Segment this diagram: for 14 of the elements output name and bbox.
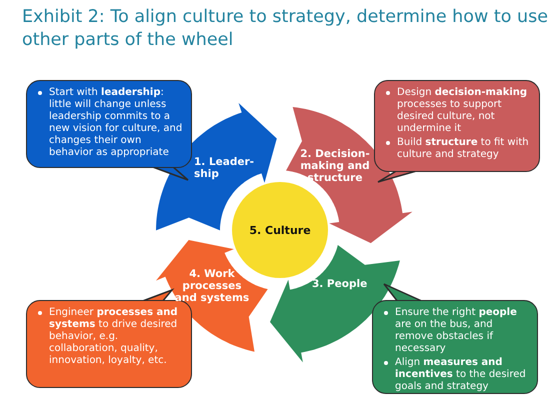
callout-text: Align measures and incentives to the desired goals and strategy xyxy=(395,357,526,392)
segment-label: 2. Decision-making and structure xyxy=(299,148,371,184)
speech-bubble xyxy=(372,300,538,394)
segment-label: 1. Leader-ship xyxy=(194,156,256,180)
speech-bubble xyxy=(26,80,192,168)
callout-text: Engineer processes and systems to drive desired behavior, e.g. collaboration, quality, innovation, loyalty, etc. xyxy=(49,307,178,366)
speech-bubble xyxy=(26,300,192,388)
callout-text: Build structure to fit with culture and strategy xyxy=(397,137,529,160)
segment-label: 3. People xyxy=(312,278,368,290)
circle-label: 5. Culture xyxy=(249,224,311,236)
speech-bubble xyxy=(374,80,540,172)
segment-label: 4. Work processes and systems xyxy=(174,268,250,304)
callout-text: Start with leadership: little will change unless leadership commits to a new vision for culture, and changes their own behavior as appropriate xyxy=(49,87,182,158)
title: Exhibit 2: To align culture to strategy, determine how to use other parts of the wheel xyxy=(22,6,549,52)
